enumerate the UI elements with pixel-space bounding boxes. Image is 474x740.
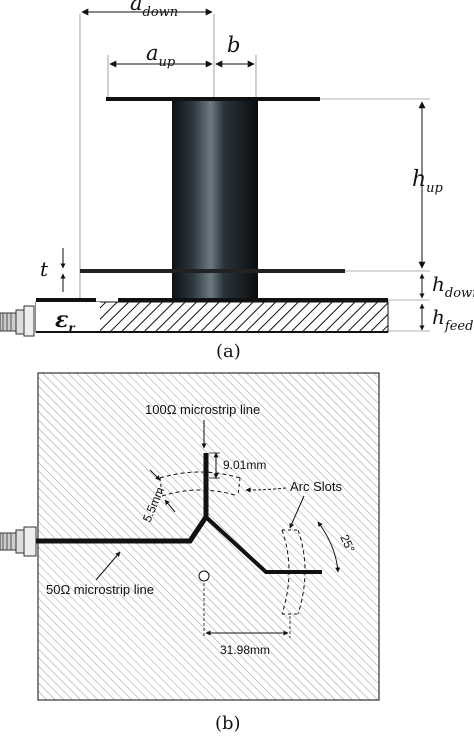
cylinder-post (172, 101, 258, 300)
arc-slot-right-inner (281, 529, 290, 615)
dim-25-deg (317, 521, 341, 573)
arc-slot-top-outer (159, 471, 241, 479)
middle-plate (80, 269, 345, 273)
arrow-50ohm (95, 551, 121, 581)
dim-5-5-arrow-b (164, 499, 176, 513)
caption-b: (b) (215, 713, 241, 734)
h-down-label: hdown (432, 272, 474, 301)
feed-point (198, 570, 210, 582)
microstrip-branch (204, 515, 322, 574)
h-up-label: hup (412, 167, 444, 196)
microstrip-feed (36, 453, 209, 544)
figure-b: 100Ω microstrip line 9.01mm 5.5mm Arc Sl… (0, 372, 380, 734)
a-down-label: adown (130, 0, 178, 20)
label-50ohm-line: 50Ω microstrip line (46, 582, 154, 597)
b-label: b (227, 33, 240, 57)
figure-a: adown aup b hup t hdown εr (0, 0, 474, 362)
ground-right (118, 298, 388, 302)
a-up-label: aup (146, 41, 176, 70)
ground-left (36, 298, 96, 302)
dim-5-5-arrow-a (149, 469, 161, 481)
label-9-01mm: 9.01mm (223, 458, 266, 472)
arc-slot-top-inner (161, 489, 239, 497)
label-arc-slots: Arc Slots (290, 479, 343, 494)
substrate-label-bg (36, 302, 100, 332)
arrow-arc-slots-left (245, 487, 287, 493)
label-31-98mm: 31.98mm (220, 643, 270, 657)
sma-connector-bottom (0, 526, 37, 557)
epsilon-label: εr (55, 307, 76, 335)
sma-connector-top (0, 305, 35, 337)
t-label: t (40, 257, 49, 281)
arc-slot-right-outer (297, 529, 306, 615)
top-plate (106, 97, 320, 101)
caption-a: (a) (216, 341, 241, 362)
h-feed-label: hfeed (432, 305, 473, 334)
label-100ohm-line: 100Ω microstrip line (145, 402, 260, 417)
arrow-arc-slots-right (289, 495, 305, 529)
